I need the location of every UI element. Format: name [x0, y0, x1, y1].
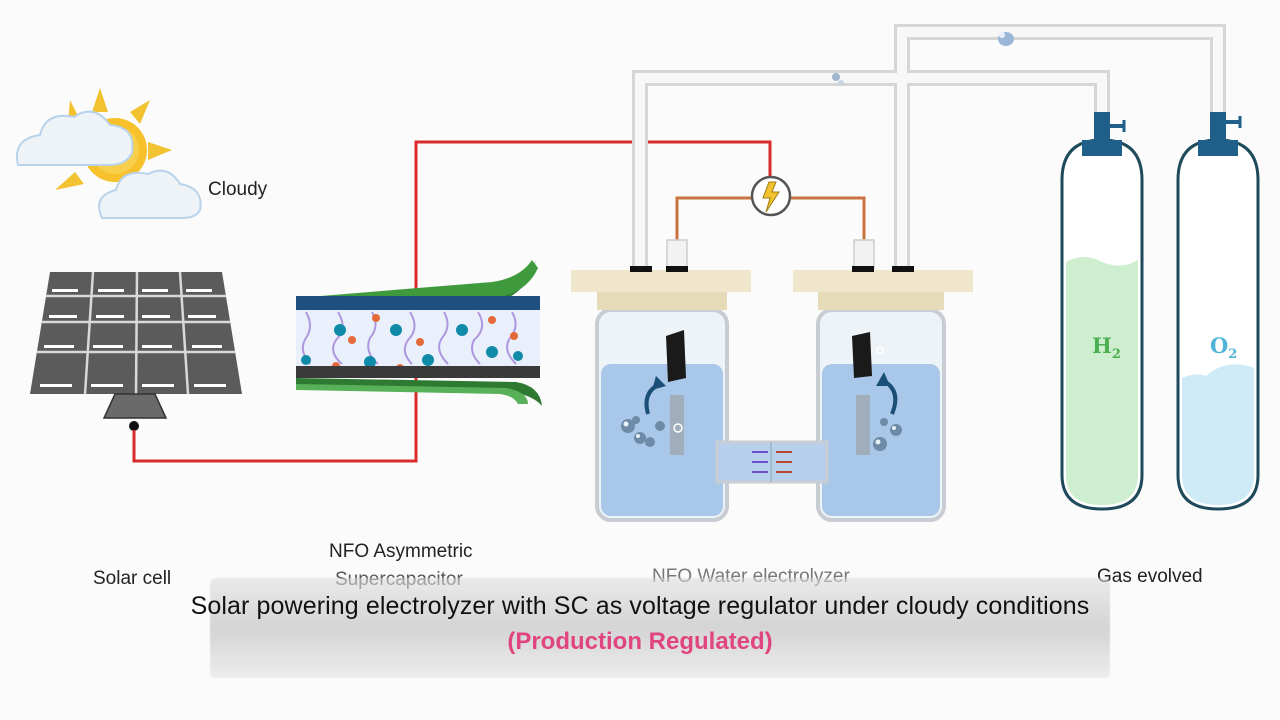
- supercapacitor-label-line1: NFO Asymmetric: [329, 541, 473, 562]
- caption-main: Solar powering electrolyzer with SC as v…: [190, 592, 1090, 620]
- h2-label: H2: [1092, 333, 1121, 363]
- solar-panel: [30, 271, 242, 431]
- sun-cloud-icon: [16, 88, 202, 219]
- supercapacitor: [296, 260, 542, 406]
- h2-gas-cylinder: [1060, 112, 1144, 511]
- o2-label: O2: [1210, 333, 1238, 363]
- water-electrolyzer: [571, 239, 973, 522]
- o2-gas-cylinder: [1176, 112, 1260, 511]
- gas-pipes: [632, 24, 1226, 272]
- gas-evolved-label: Gas evolved: [1097, 566, 1203, 587]
- caption-sub: (Production Regulated): [507, 628, 773, 655]
- lightbulb-icon: [750, 175, 792, 217]
- solar-cell-label: Solar cell: [93, 568, 172, 589]
- caption-background: [210, 578, 1110, 678]
- weather-label: Cloudy: [208, 179, 268, 200]
